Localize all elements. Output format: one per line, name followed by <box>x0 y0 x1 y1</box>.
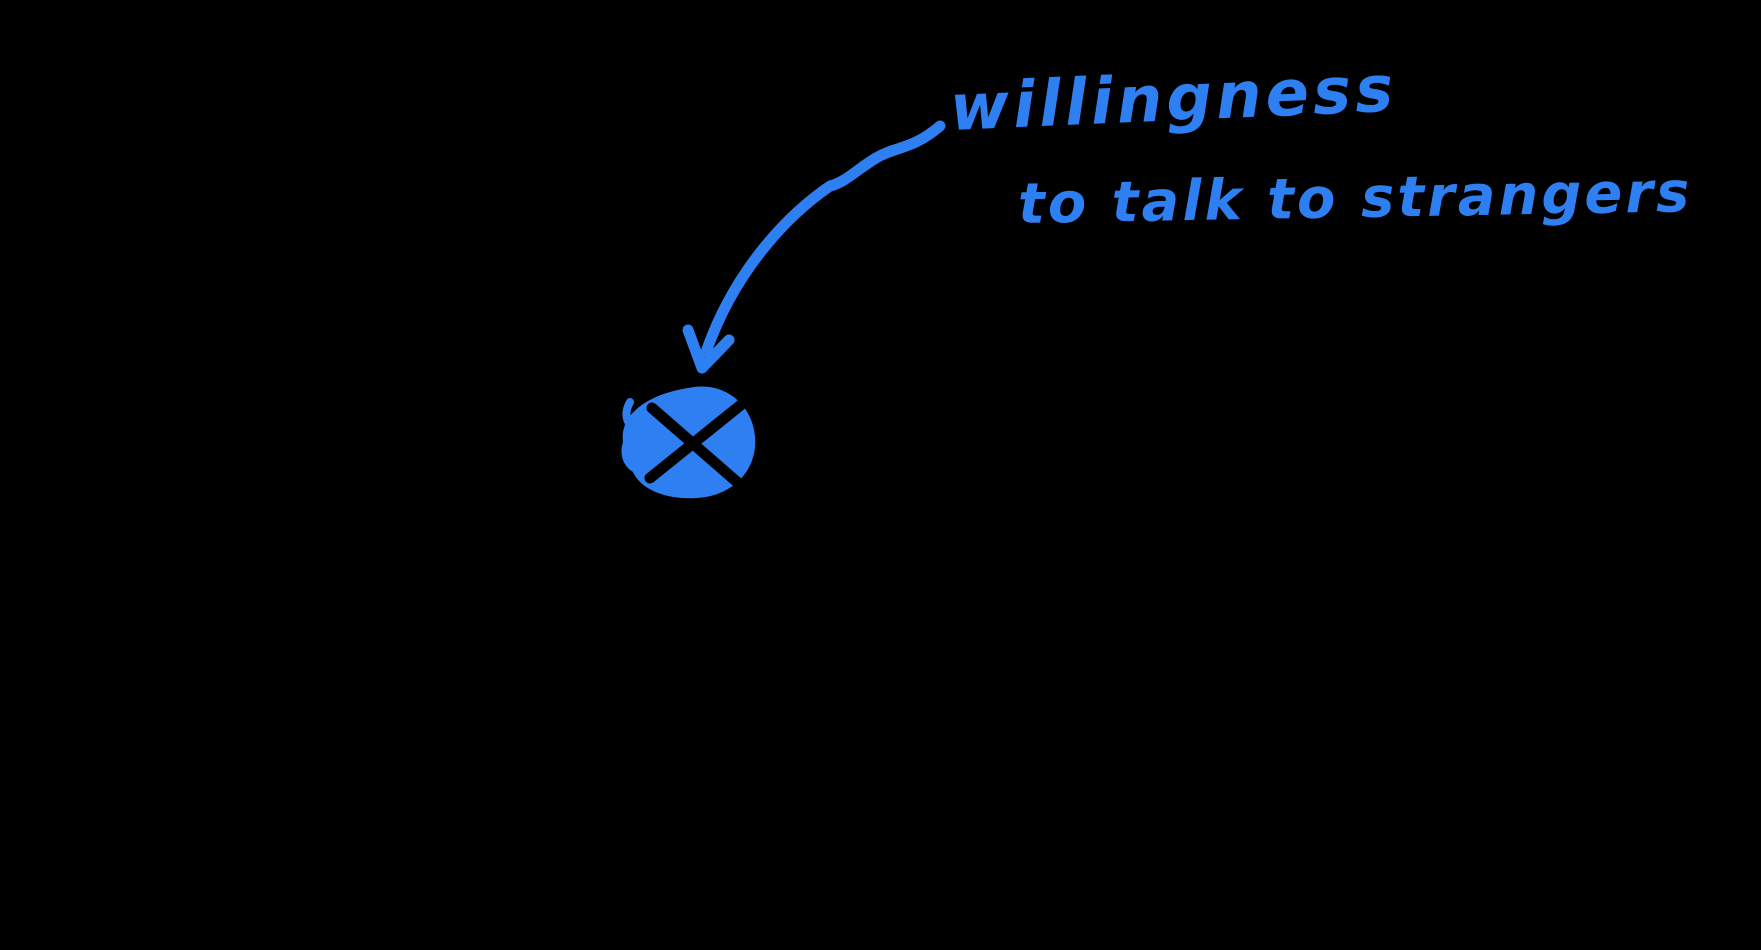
curved-arrow-icon <box>682 120 946 374</box>
arrow-shaft <box>700 120 946 358</box>
arrow-head <box>682 324 735 374</box>
x-stroke-2 <box>644 398 748 484</box>
scribbled-dot-with-x-icon <box>621 386 756 499</box>
dot-edge-flick <box>622 398 636 432</box>
annotation-label-line2: to talk to strangers <box>1017 160 1693 237</box>
